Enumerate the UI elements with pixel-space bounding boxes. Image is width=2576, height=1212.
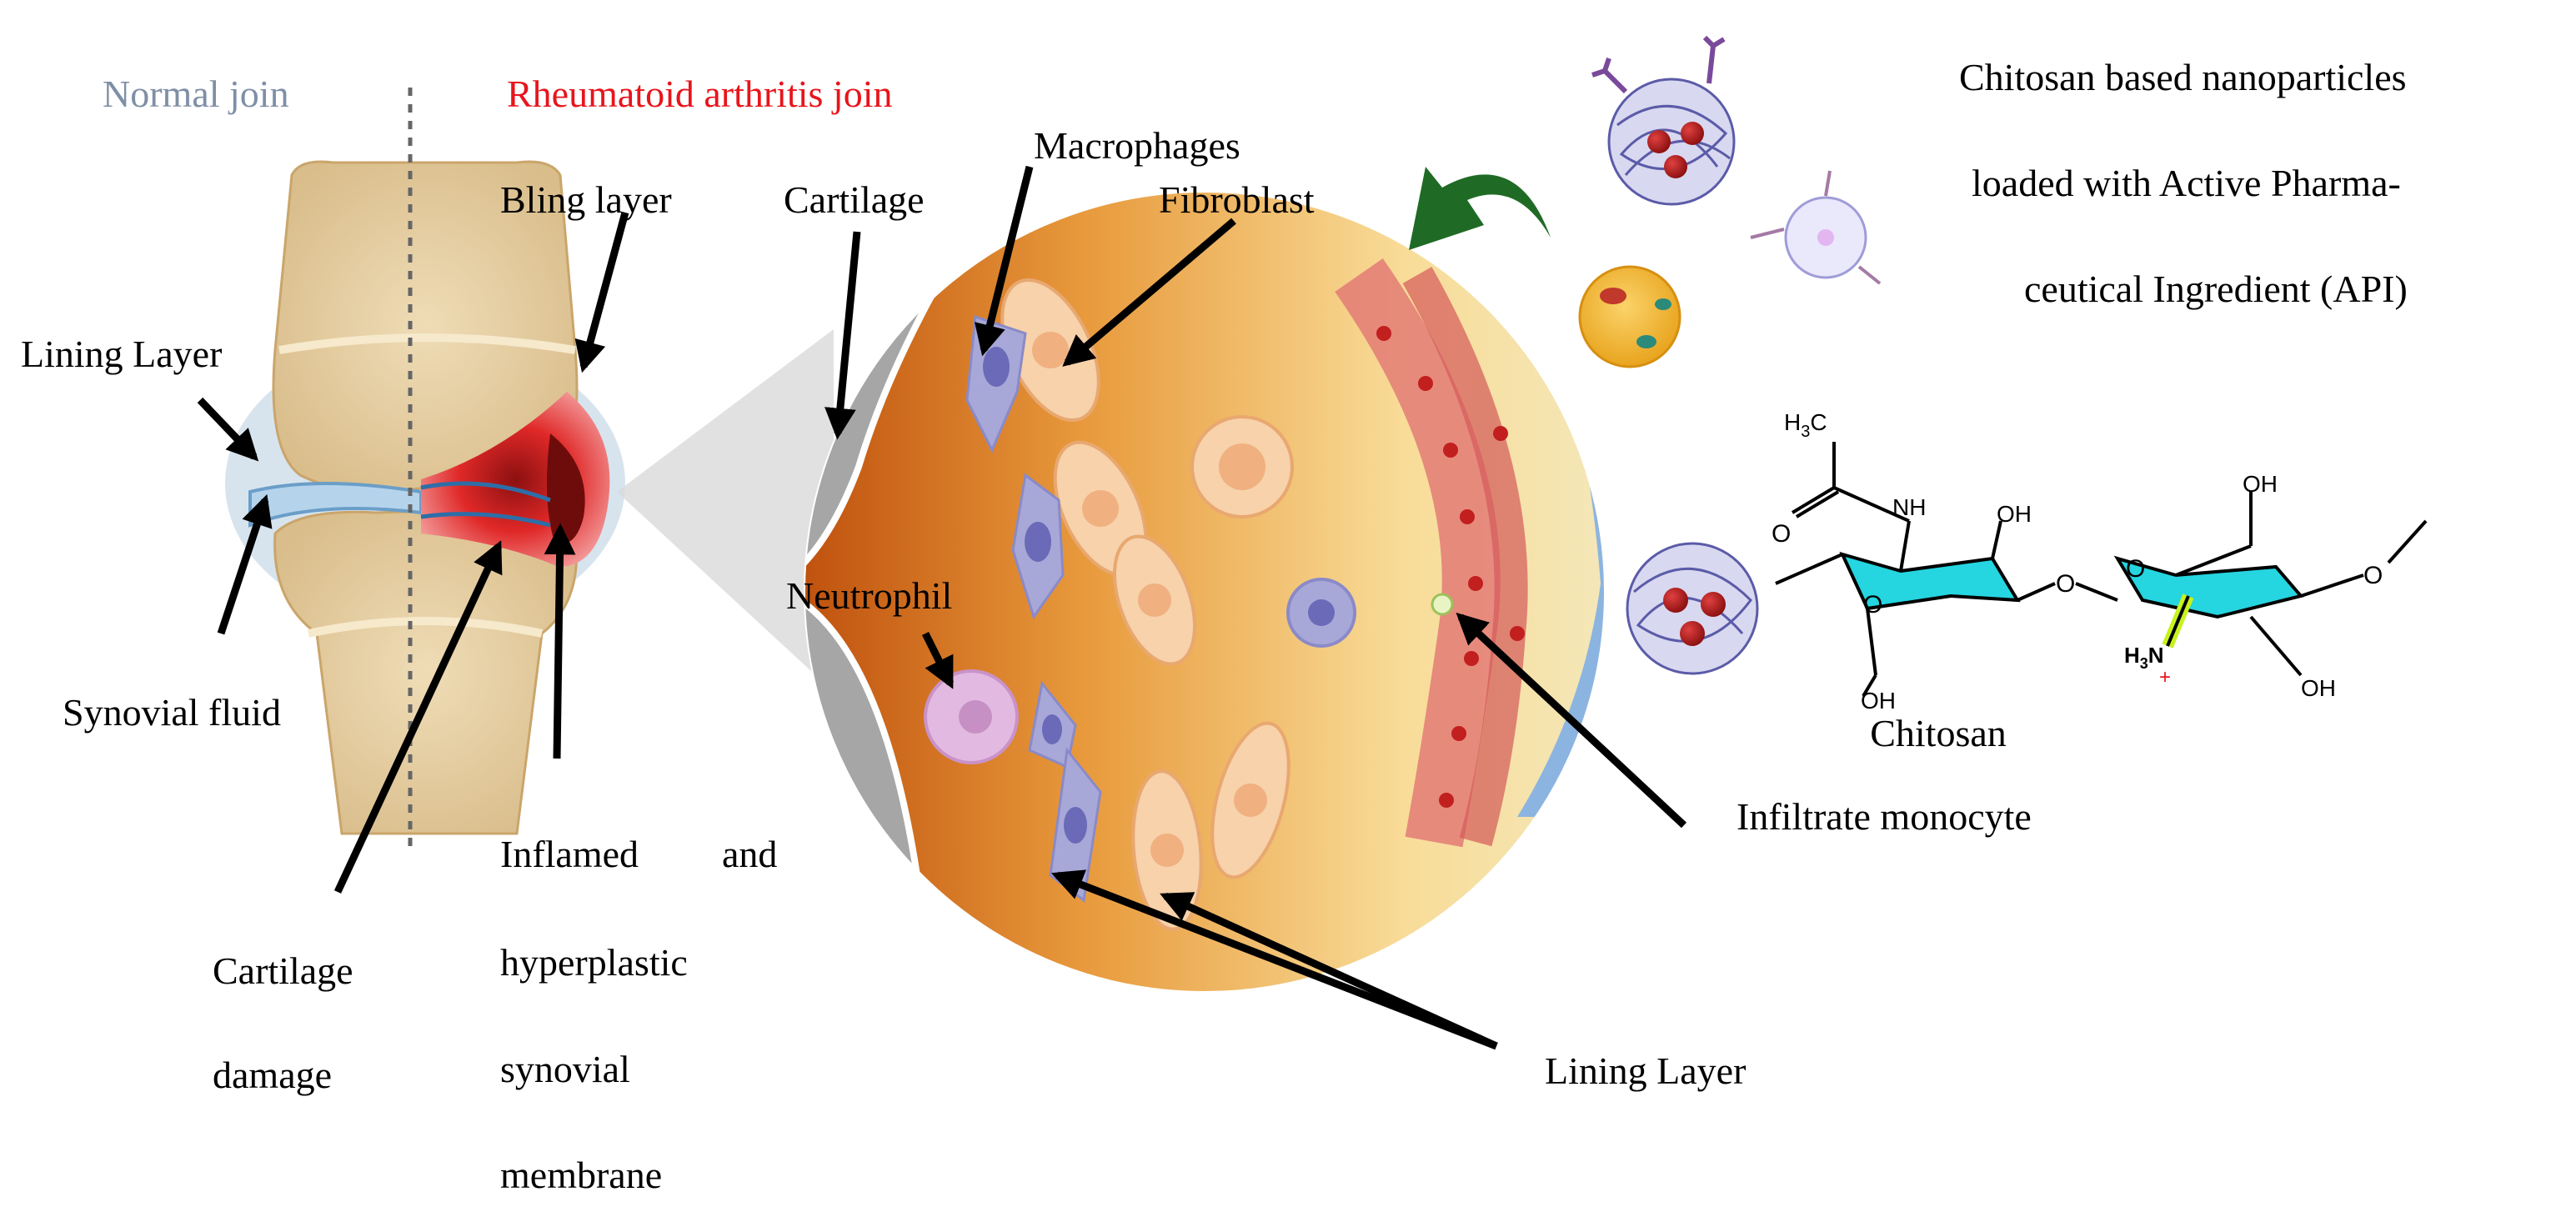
o-right-label: O <box>2363 562 2383 589</box>
arrow-synovial-fluid <box>217 493 273 635</box>
damaged-cartilage-line <box>420 481 551 503</box>
arrow-bling-layer <box>574 211 629 373</box>
macrophage-nuclei <box>983 347 1087 844</box>
arrow-fibroblast <box>1062 218 1236 367</box>
ra-joint-title: Rheumatoid arthritis join <box>507 73 893 115</box>
chitosan-structure: H3C O NH OH O O OH OH O O H3N + OH Chito… <box>1772 409 2428 754</box>
h3n-label: H3N <box>2124 643 2164 672</box>
arrow-cartilage <box>824 231 861 440</box>
label-inflamed-3: synovial <box>500 1048 630 1090</box>
label-inflamed-2: hyperplastic <box>500 941 688 984</box>
arrow-infiltrate-monocyte <box>1456 612 1687 829</box>
monocyte-nucleus <box>1308 599 1335 626</box>
nanoparticle-caption-line-3: ceutical Ingredient (API) <box>2024 268 2408 310</box>
label-neutrophil: Neutrophil <box>786 574 952 617</box>
damaged-cartilage-line-2 <box>420 512 551 528</box>
o-ring-right-label: O <box>2126 555 2145 583</box>
arrow-inflamed-membrane <box>544 523 576 759</box>
normal-joint-title: Normal join <box>103 73 289 115</box>
o-bridge-label: O <box>2056 570 2075 598</box>
label-fibroblast: Fibroblast <box>1159 178 1315 221</box>
lipid-nanoparticle <box>1578 265 1681 368</box>
femur-growth-line <box>278 333 576 354</box>
nh3-plus-label: + <box>2159 666 2171 689</box>
label-inflamed-1a: Inflamed <box>500 833 639 875</box>
knee-joint-illustration <box>225 88 625 846</box>
chitosan-nanoparticle-top <box>1591 35 1736 206</box>
label-macrophages: Macrophages <box>1034 124 1240 167</box>
green-curved-arrow <box>1409 167 1551 250</box>
infiltrating-monocyte-small <box>1431 593 1454 616</box>
chitosan-bonds <box>1775 442 2428 698</box>
tibia-bone <box>273 508 579 835</box>
nanoparticle-caption-line-1: Chitosan based nanoparticles <box>1959 56 2407 98</box>
blood-vessel-band <box>1335 258 1501 848</box>
oh-left-bottom-label: OH <box>1861 688 1896 714</box>
label-cartilage-damage-1: Cartilage <box>213 949 353 992</box>
label-synovial-fluid: Synovial fluid <box>63 691 281 734</box>
label-lining-layer-left: Lining Layer <box>21 333 222 375</box>
arrow-macrophages <box>974 165 1034 357</box>
label-cartilage: Cartilage <box>784 178 925 221</box>
fibroblast-nuclei <box>1032 332 1267 867</box>
h3c-label: H3C <box>1784 409 1827 441</box>
carbonyl-o-label: O <box>1772 520 1791 548</box>
tibia-growth-line <box>307 617 544 638</box>
blood-vessel-inner <box>1402 267 1528 847</box>
o-ring-left-label: O <box>1863 591 1882 619</box>
neutrophil-nucleus <box>959 700 992 734</box>
annotation-arrows <box>197 165 1687 1050</box>
label-inflamed-1b: and <box>722 833 777 875</box>
red-blood-cells <box>1376 326 1525 808</box>
nanoparticle-illustrations <box>1578 35 1882 675</box>
label-bling-layer: Bling layer <box>500 178 672 221</box>
label-inflamed-4: membrane <box>500 1154 662 1196</box>
nanoparticle-caption-line-2: loaded with Active Pharma- <box>1972 162 2401 204</box>
arrow-lining-layer-left <box>197 397 259 462</box>
oh-top-left-label: OH <box>1997 501 2032 527</box>
inflamed-pannus <box>547 433 585 543</box>
oh-right-bottom-label: OH <box>2301 675 2336 701</box>
label-lining-layer-bottom: Lining Layer <box>1545 1049 1746 1092</box>
label-cartilage-damage-2: damage <box>213 1054 332 1096</box>
micelle-nanoparticle <box>1750 170 1882 285</box>
chitosan-nanoparticle-bottom <box>1626 542 1759 675</box>
nh-label: NH <box>1892 494 1926 520</box>
label-infiltrate-monocyte: Infiltrate monocyte <box>1737 795 2032 838</box>
arrow-lining-layer-1 <box>1050 869 1498 1050</box>
zoom-cone <box>617 329 834 692</box>
oh-right-top-label: OH <box>2243 471 2278 497</box>
arrow-neutrophil <box>921 631 955 689</box>
chitosan-name-label: Chitosan <box>1870 712 2007 754</box>
arrow-cartilage-damage <box>333 540 503 894</box>
zoomed-view-border <box>804 191 1606 993</box>
arrow-lining-layer-2 <box>1160 892 1498 1050</box>
nh3-bond <box>2166 595 2190 647</box>
